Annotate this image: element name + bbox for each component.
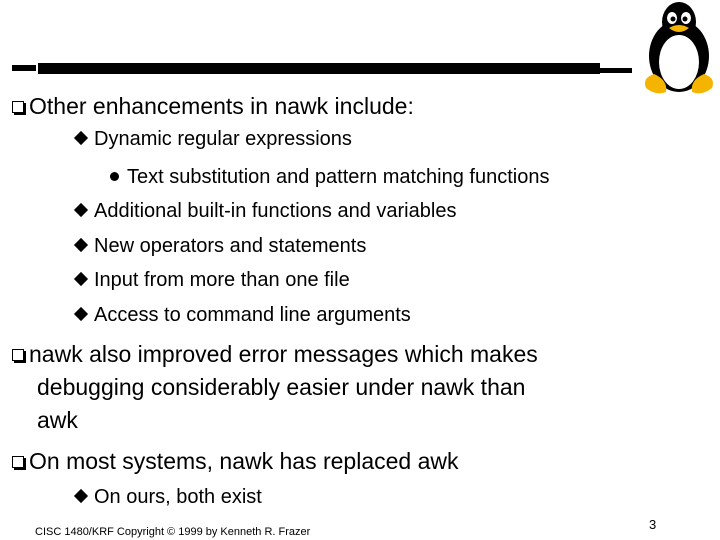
title-rule-right <box>600 68 632 73</box>
bullet-2: nawk also improved error messages which … <box>12 341 538 368</box>
bullet-2-cont-2: awk <box>37 407 78 433</box>
dot-bullet-icon <box>110 172 119 181</box>
bullet-1-3: New operators and statements <box>72 235 366 258</box>
bullet-1: Other enhancements in nawk include: <box>12 93 414 120</box>
square-bullet-icon <box>12 456 25 469</box>
diamond-bullet-icon <box>73 237 89 253</box>
diamond-bullet-icon <box>73 202 89 218</box>
bullet-3: On most systems, nawk has replaced awk <box>12 448 459 475</box>
square-bullet-icon <box>12 101 25 114</box>
page-number: 3 <box>649 517 657 532</box>
title-rule-left <box>12 65 36 71</box>
diamond-bullet-icon <box>73 271 89 287</box>
title-rule <box>38 63 600 74</box>
diamond-bullet-icon <box>73 306 89 322</box>
diamond-bullet-icon <box>73 488 89 504</box>
bullet-3-1: On ours, both exist <box>72 486 262 509</box>
footer-copyright: CISC 1480/KRF Copyright © 1999 by Kennet… <box>35 526 311 538</box>
bullet-1-2: Additional built-in functions and variab… <box>72 200 456 223</box>
bullet-1-1-1: Text substitution and pattern matching f… <box>110 166 549 189</box>
diamond-bullet-icon <box>73 130 89 146</box>
bullet-1-5: Access to command line arguments <box>72 304 411 327</box>
tux-penguin-icon <box>645 2 713 94</box>
bullet-1-4: Input from more than one file <box>72 269 350 292</box>
bullet-2-cont-1: debugging considerably easier under nawk… <box>37 374 526 400</box>
square-bullet-icon <box>12 349 25 362</box>
bullet-1-1: Dynamic regular expressions <box>72 128 352 151</box>
